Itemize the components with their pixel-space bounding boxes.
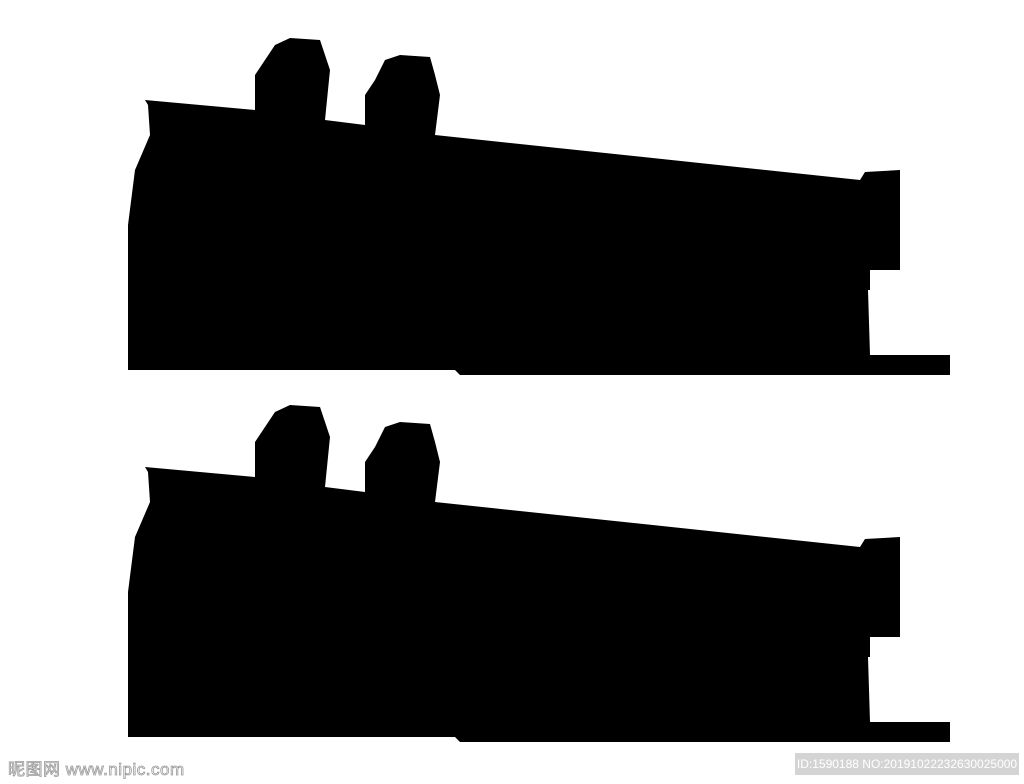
dam-line-drawing	[128, 405, 950, 742]
dam-gradient-silhouette	[128, 38, 950, 375]
watermark-id: ID:1590188 NO:20191022232630025000	[795, 753, 1019, 775]
watermark-site: 昵图网 www.nipic.com	[8, 760, 185, 780]
